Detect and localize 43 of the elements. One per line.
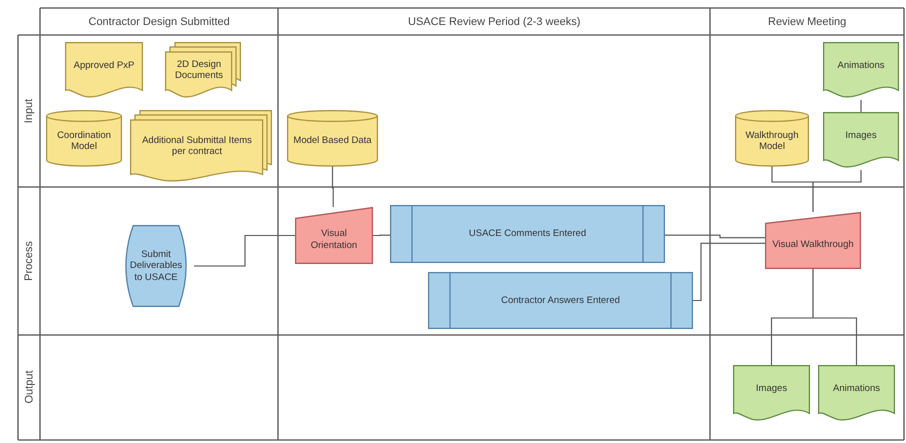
node-text: Images — [756, 383, 788, 395]
connector-line — [812, 170, 862, 212]
node-text: Walkthrough Model — [744, 130, 800, 152]
node-text: Coordination Model — [56, 130, 112, 152]
database-cylinder — [287, 110, 378, 166]
document-shape — [65, 42, 143, 100]
node-text: 2D Design Documents — [174, 58, 224, 82]
connector-line — [373, 234, 390, 236]
node-text: Visual Walkthrough — [772, 238, 854, 250]
column-header: Contractor Design Submitted — [88, 16, 230, 28]
document-shape — [823, 112, 899, 170]
column-header: USACE Review Period (2-3 weeks) — [408, 16, 580, 28]
connector-line — [812, 269, 858, 365]
predefined-process-box — [390, 205, 665, 263]
node-text: Model Based Data — [293, 135, 372, 147]
column-header: Review Meeting — [768, 16, 846, 28]
row-header: Output — [23, 370, 36, 404]
document-shape — [818, 365, 895, 423]
node-text: Contractor Answers Entered — [501, 294, 620, 306]
node-text: USACE Comments Entered — [468, 228, 586, 240]
row-header: Process — [22, 241, 35, 281]
predefined-process-box — [428, 272, 693, 329]
database-cylinder — [735, 110, 809, 166]
multi-document-shape — [130, 110, 272, 184]
node-text: Approved PxP — [74, 60, 134, 72]
manual-operation-box — [295, 207, 373, 264]
connector-line — [693, 242, 765, 302]
multi-document-shape — [165, 42, 241, 100]
row-header: Input — [23, 98, 36, 124]
database-cylinder — [46, 110, 122, 166]
node-text: Visual Orientation — [310, 228, 358, 251]
connector-line — [194, 234, 295, 267]
connector-line — [860, 100, 862, 112]
document-shape — [733, 365, 810, 423]
connector-line — [332, 166, 334, 207]
document-shape — [823, 42, 899, 100]
node-text: Animations — [833, 383, 880, 395]
manual-operation-box — [765, 212, 861, 269]
connector-line — [665, 234, 765, 238]
node-text: Submit Deliverables to USACE — [128, 248, 184, 284]
node-text: Animations — [838, 60, 884, 72]
node-text: Additional Submittal Items per contract — [141, 134, 253, 158]
node-text: Images — [845, 130, 877, 142]
